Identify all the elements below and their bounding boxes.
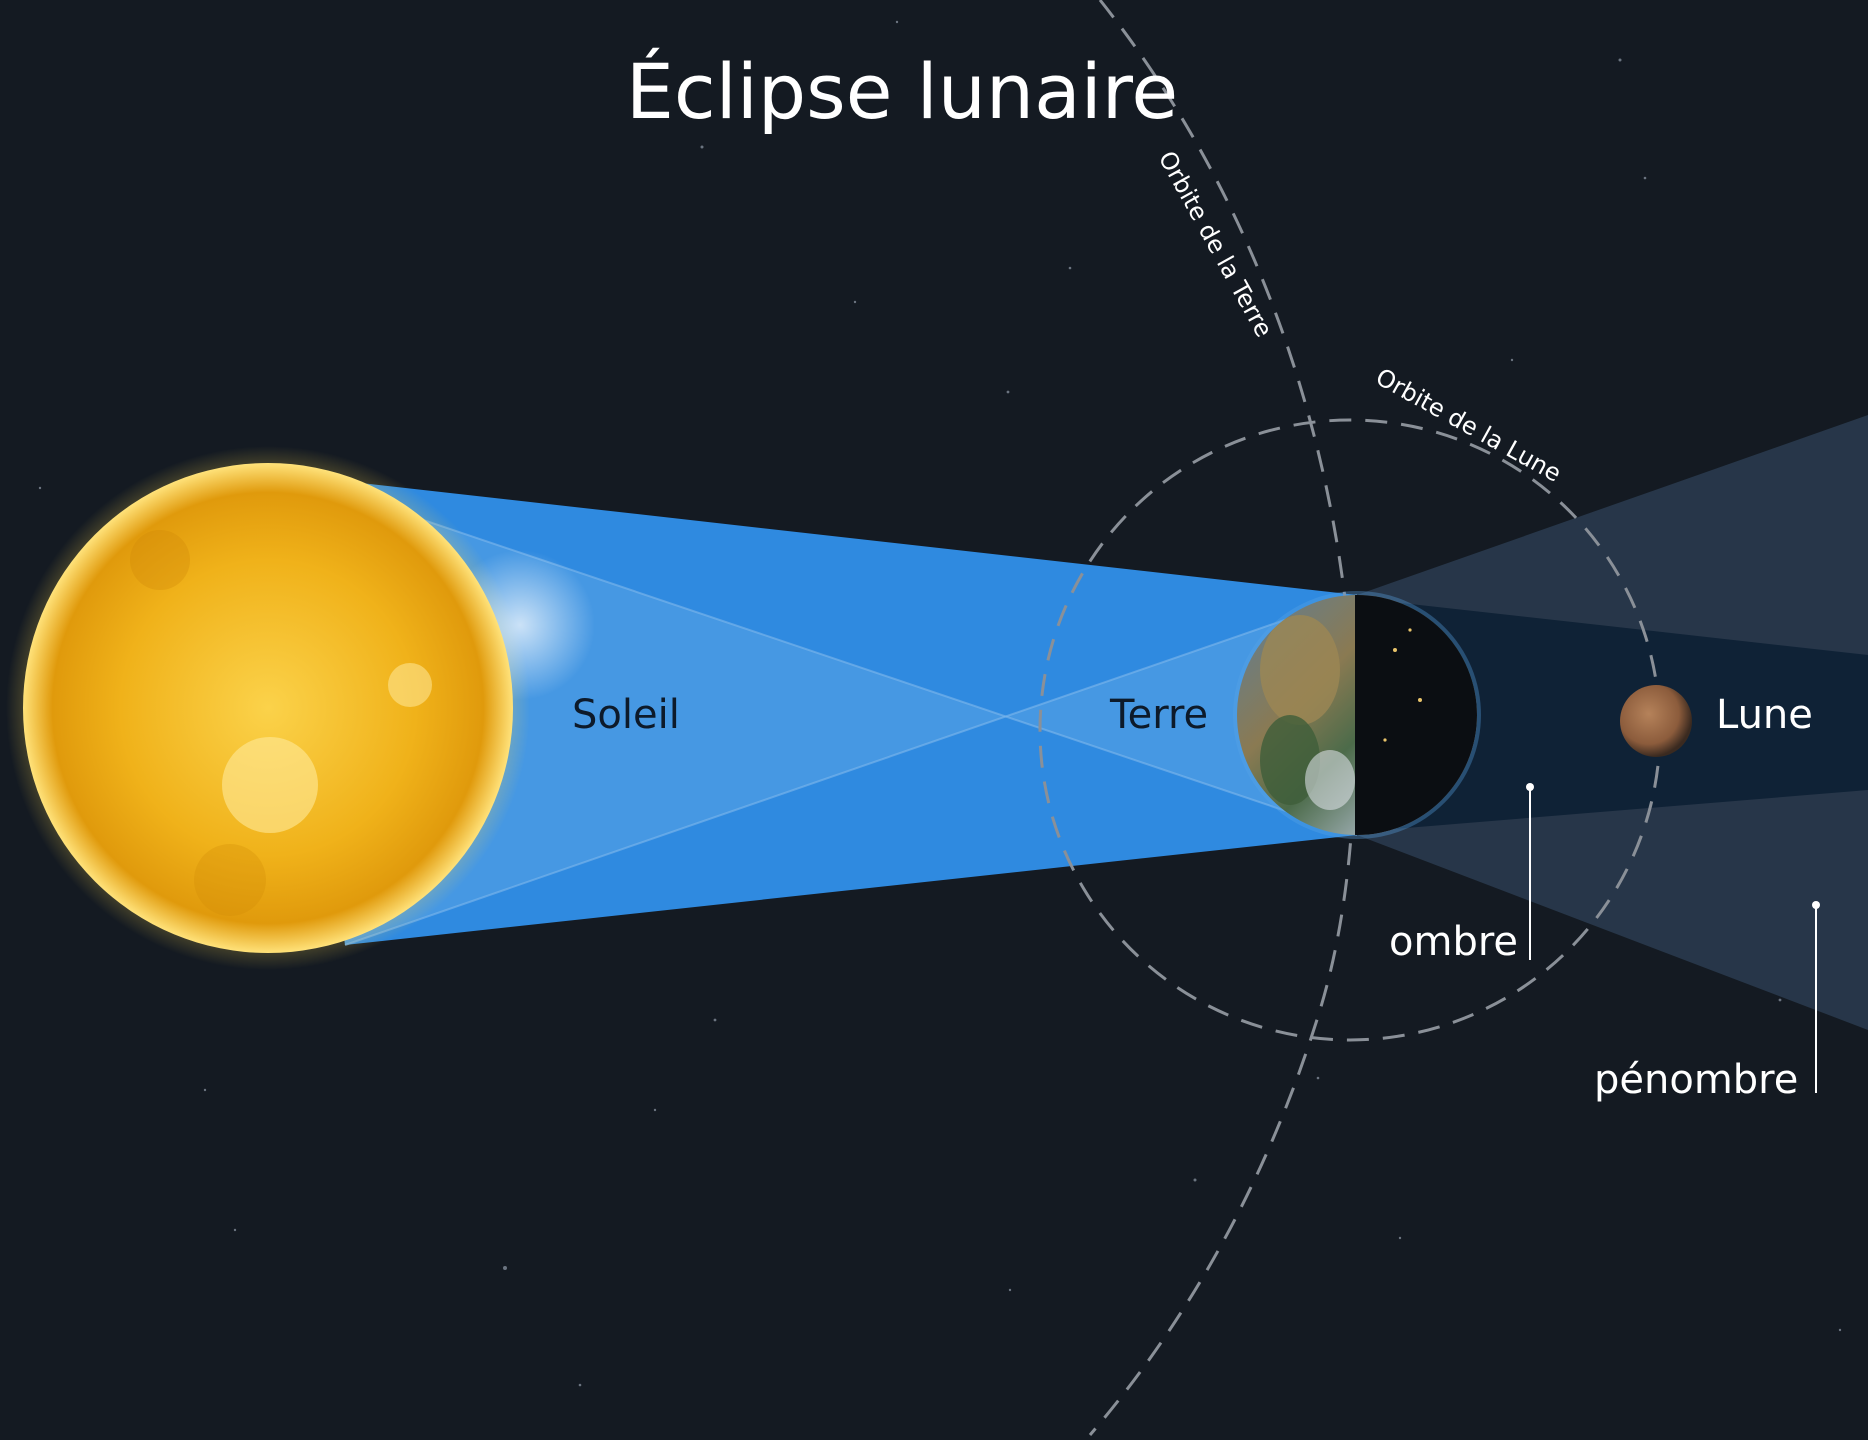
diagram-title: Éclipse lunaire (626, 47, 1178, 136)
moon (1620, 685, 1692, 757)
moon-label: Lune (1716, 692, 1813, 738)
earth-orbit-path (1088, 0, 1356, 1436)
earth (1233, 591, 1481, 839)
sun (6, 446, 595, 970)
umbra-zone (1357, 598, 1868, 832)
earth-label: Terre (1109, 692, 1208, 738)
leader-lines (1526, 783, 1820, 1093)
stars (38, 20, 1842, 1387)
shadow-zones (1357, 415, 1868, 1030)
umbra-label: ombre (1389, 919, 1518, 965)
sun-label: Soleil (572, 692, 680, 738)
penumbra-label: pénombre (1594, 1057, 1798, 1103)
